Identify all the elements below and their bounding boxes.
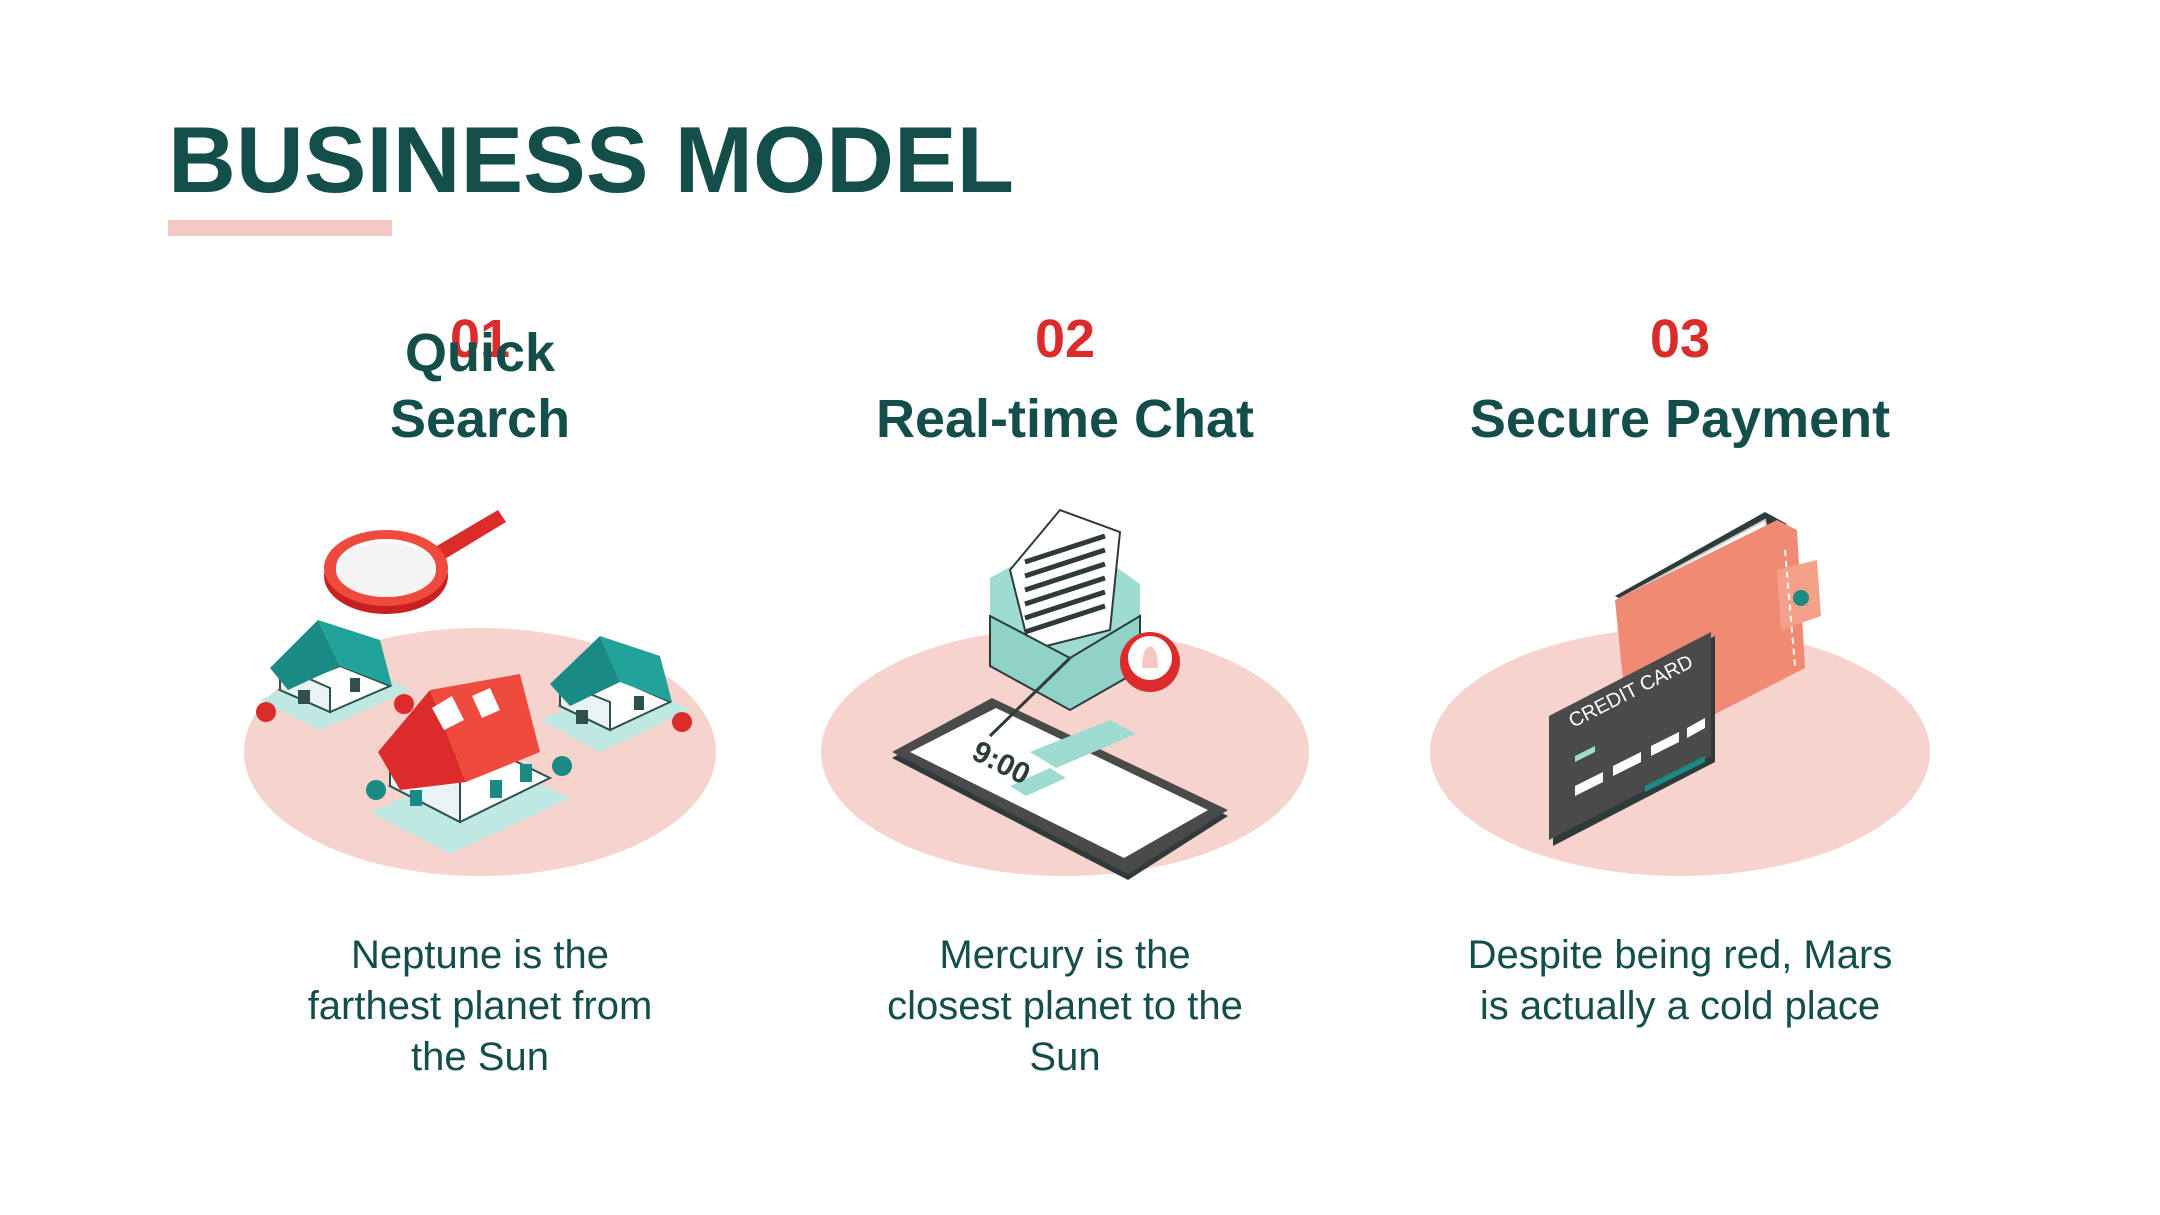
item-heading-line1: Quick (404, 323, 556, 383)
slide-title: BUSINESS MODEL (168, 107, 1015, 212)
envelope-icon (988, 508, 1141, 738)
smartphone-icon: 9:00 (892, 698, 1228, 880)
item-description: Mercury is the closest planet to the Sun (845, 930, 1285, 1083)
item-number: 01 (449, 309, 511, 369)
title-underline (168, 220, 392, 236)
item-quick-search: 01 Quick Search (244, 0, 716, 1215)
envelope-phone-illustration: 9:00 (821, 508, 1309, 880)
magnifier-houses-illustration (244, 510, 716, 876)
item-heading: Real-time Chat (875, 389, 1255, 449)
house-center-icon (366, 674, 572, 854)
description-line: Mercury is the (939, 933, 1191, 977)
item-heading-line2: Search (389, 389, 571, 449)
description-line: farthest planet from (307, 984, 653, 1028)
item-heading: Secure Payment (1469, 389, 1891, 449)
item-description: Neptune is the farthest planet from the … (270, 930, 690, 1083)
description-line: Sun (1029, 1035, 1101, 1079)
description-line: Despite being red, Mars (1467, 933, 1893, 977)
wallet-card-illustration: CREDIT CARD (1430, 512, 1930, 876)
item-real-time-chat: 02 Real-time Chat 9:00 (821, 0, 1309, 1215)
house-right-icon (540, 636, 692, 752)
item-number: 03 (1649, 309, 1711, 369)
item-description: Despite being red, Mars is actually a co… (1440, 930, 1920, 1032)
bell-notification-icon (1120, 632, 1180, 692)
description-line: the Sun (411, 1035, 549, 1079)
description-line: is actually a cold place (1479, 984, 1881, 1028)
description-line: closest planet to the (887, 984, 1243, 1028)
item-secure-payment: 03 Secure Payment CREDIT CARD (1430, 0, 1930, 1215)
item-number: 02 (1034, 309, 1096, 369)
house-left-icon (256, 620, 414, 730)
magnifying-glass-icon (324, 510, 506, 614)
description-line: Neptune is the (351, 933, 609, 977)
